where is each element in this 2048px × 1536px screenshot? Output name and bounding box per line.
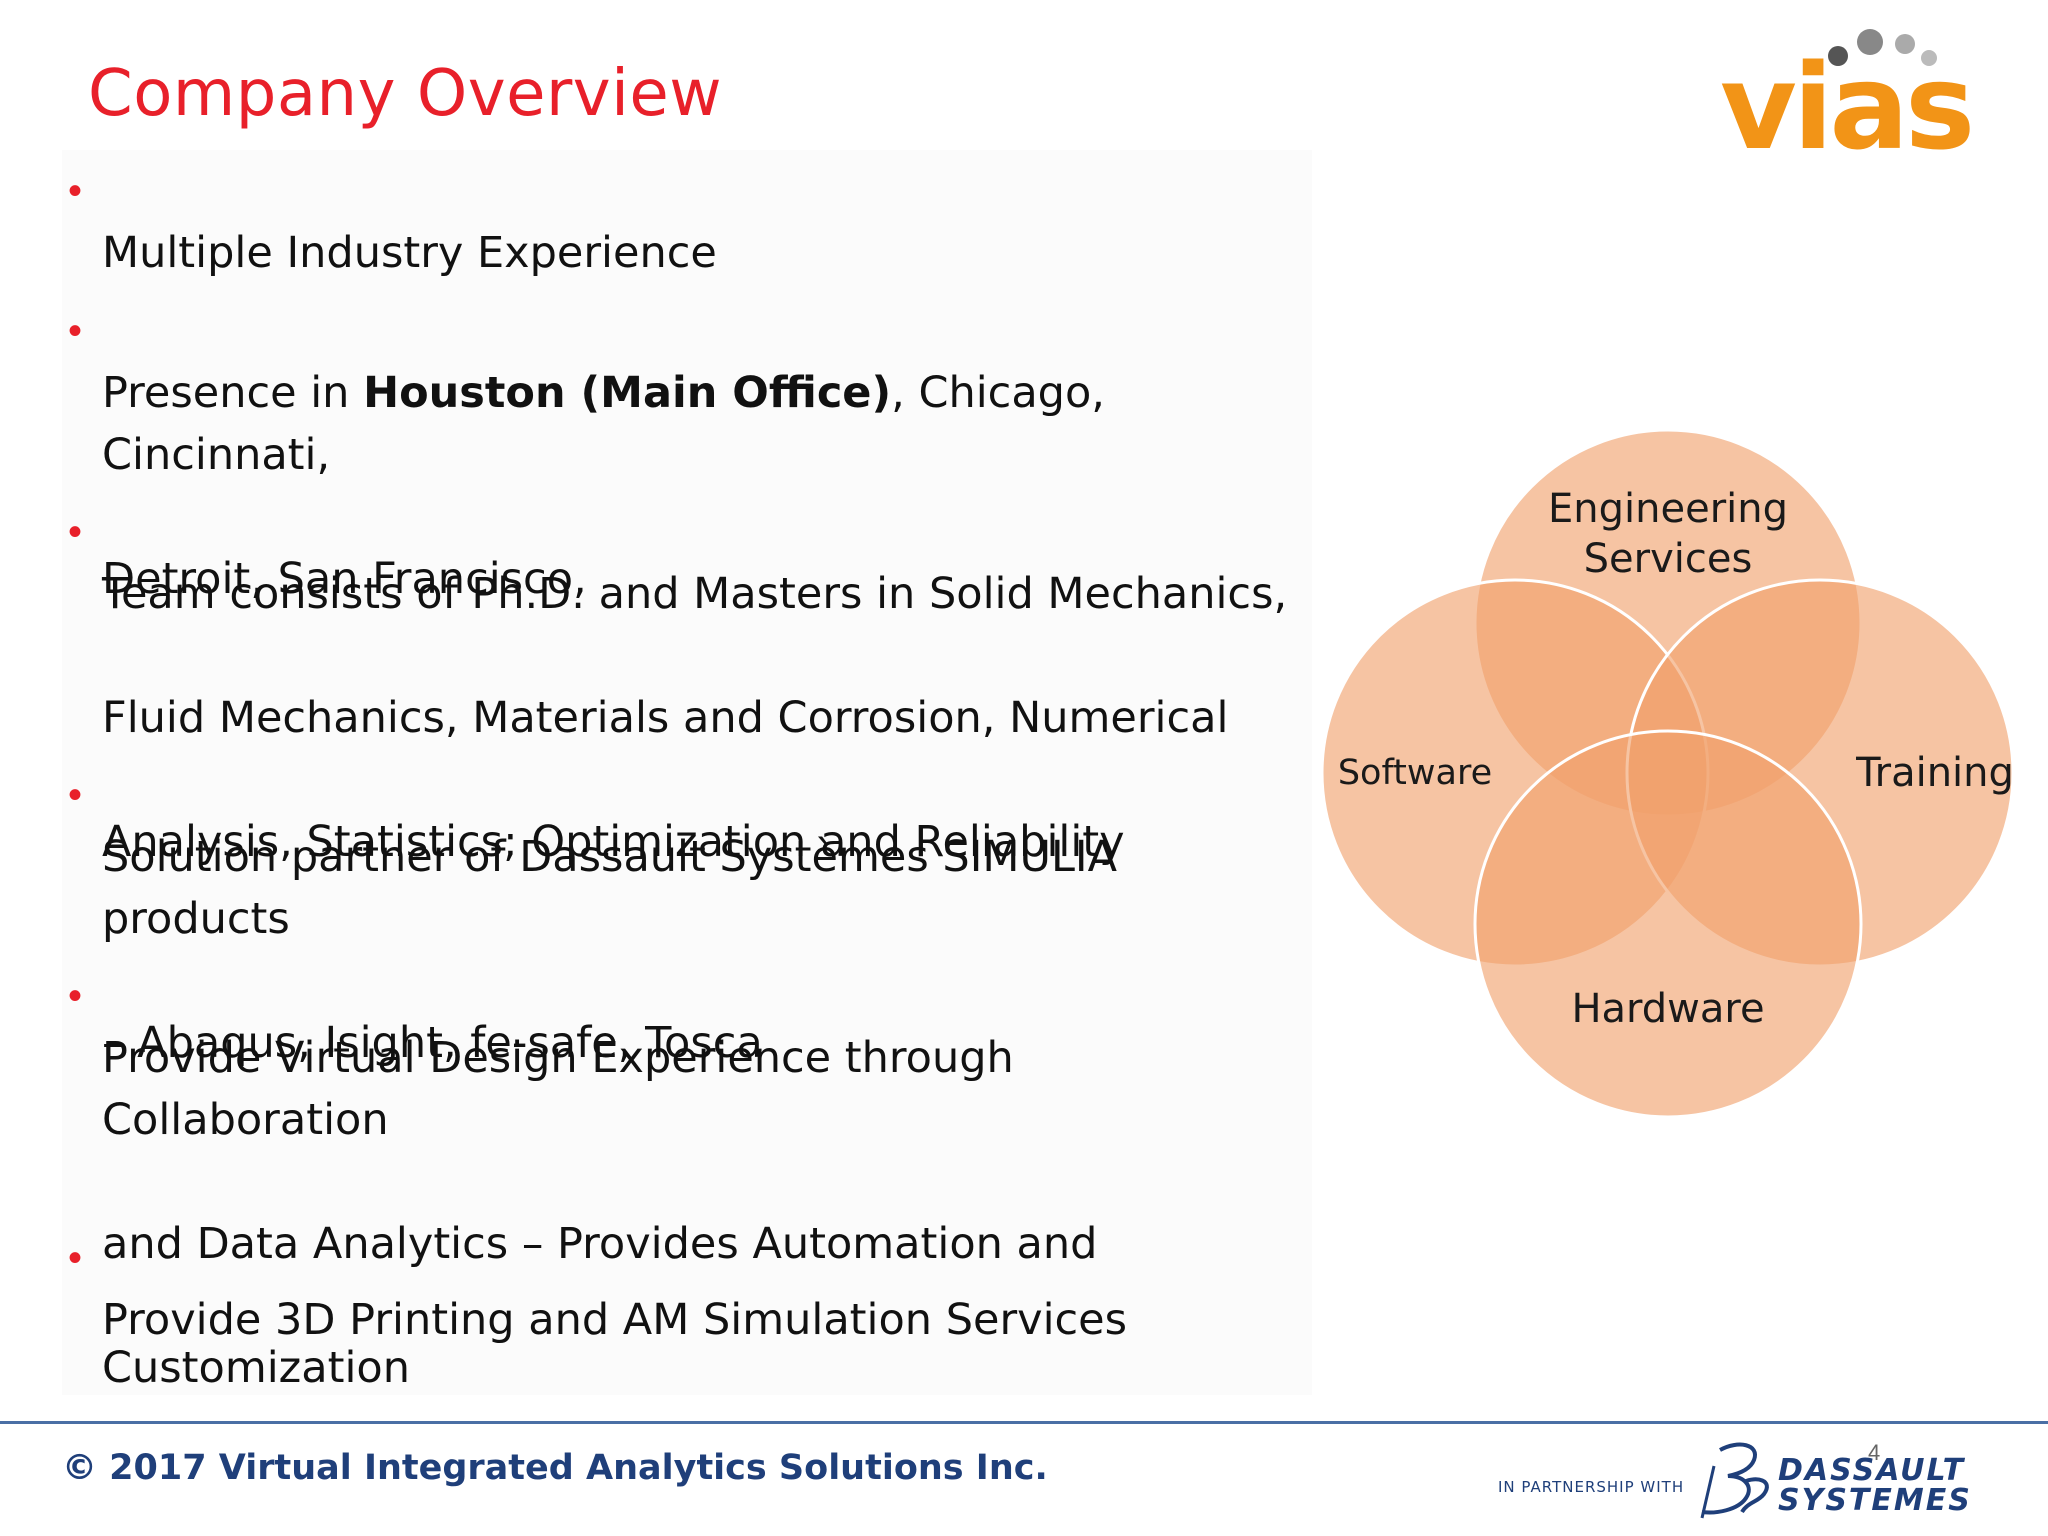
- bullet-item: • Solution partner of Dassault Systèmes …: [64, 764, 1304, 1136]
- bullet-line: – Abaqus, Isight, fe-safe, Tosca: [102, 1018, 763, 1068]
- bullet-item: • Team consists of Ph.D. and Masters in …: [64, 501, 1304, 935]
- venn-circle-hardware: [1473, 729, 1863, 1119]
- bullet-text: Presence in Houston (Main Office), Chica…: [102, 300, 1304, 672]
- slide-title: Company Overview: [88, 57, 723, 131]
- page-number: 4: [1868, 1440, 1881, 1465]
- bullet-line: Provide Virtual Design Experience throug…: [102, 1033, 1014, 1145]
- venn-label-hardware: Hardware: [1571, 986, 1765, 1032]
- bullet-line: and Data Analytics – Provides Automation…: [102, 1219, 1098, 1269]
- main-office-emphasis: Houston (Main Office): [363, 368, 892, 418]
- bullet-dot-icon: •: [68, 169, 83, 213]
- footer-divider: [0, 1421, 2048, 1424]
- partner-badge: IN PARTNERSHIP WITH DASSAULT SYSTEMES: [1498, 1432, 1998, 1522]
- bullet-line: Customization: [102, 1343, 410, 1393]
- bullet-line: Presence in Houston (Main Office), Chica…: [102, 368, 1105, 480]
- partner-label: IN PARTNERSHIP WITH: [1498, 1478, 1685, 1496]
- services-venn-diagram: Engineering Services Software Training H…: [1300, 410, 2040, 1140]
- bullet-item: • Provide Virtual Design Experience thro…: [64, 965, 1304, 1461]
- bullet-text: Solution partner of Dassault Systèmes SI…: [102, 764, 1304, 1136]
- partner-brand-line1: DASSAULT: [1778, 1453, 1966, 1488]
- bullet-line: Solution partner of Dassault Systèmes SI…: [102, 832, 1118, 944]
- bullet-line: Fluid Mechanics, Materials and Corrosion…: [102, 693, 1229, 743]
- bullet-dot-icon: •: [68, 974, 83, 1018]
- bullet-dot-icon: •: [68, 510, 83, 554]
- bullet-text: Provide 3D Printing and AM Simulation Se…: [102, 1295, 1128, 1345]
- bullet-line: Detroit, San Francisco,: [102, 554, 587, 604]
- bullet-dot-icon: •: [68, 309, 83, 353]
- copyright-text: © 2017 Virtual Integrated Analytics Solu…: [62, 1448, 1048, 1488]
- dassault-3ds-logo-icon: [1700, 1442, 1769, 1519]
- bullet-dot-icon: •: [68, 773, 83, 817]
- bullet-text: Team consists of Ph.D. and Masters in So…: [102, 501, 1287, 935]
- bullet-text: Provide Virtual Design Experience throug…: [102, 965, 1304, 1461]
- vias-logo: vias: [1720, 20, 2030, 170]
- bullet-item: • Multiple Industry Experience: [64, 160, 1304, 284]
- bullet-item: • Presence in Houston (Main Office), Chi…: [64, 300, 1304, 672]
- bullet-line: Team consists of Ph.D. and Masters in So…: [102, 569, 1288, 619]
- logo-dots-icon: [1828, 29, 1937, 66]
- content-panel: [62, 150, 1312, 1395]
- venn-label-engineering: Engineering Services: [1548, 486, 1788, 582]
- partner-brand-line2: SYSTEMES: [1778, 1483, 1972, 1518]
- bullet-dot-icon: •: [68, 1236, 83, 1280]
- logo-wordmark: vias: [1720, 38, 1975, 176]
- venn-label-training: Training: [1856, 750, 2014, 796]
- venn-label-software: Software: [1337, 753, 1493, 793]
- bullet-item: • Provide 3D Printing and AM Simulation …: [64, 1227, 1304, 1351]
- venn-circles: [1320, 428, 2015, 1119]
- bullet-text: Multiple Industry Experience: [102, 228, 717, 278]
- bullet-line: Analysis, Statistics; Optimization and R…: [102, 817, 1125, 867]
